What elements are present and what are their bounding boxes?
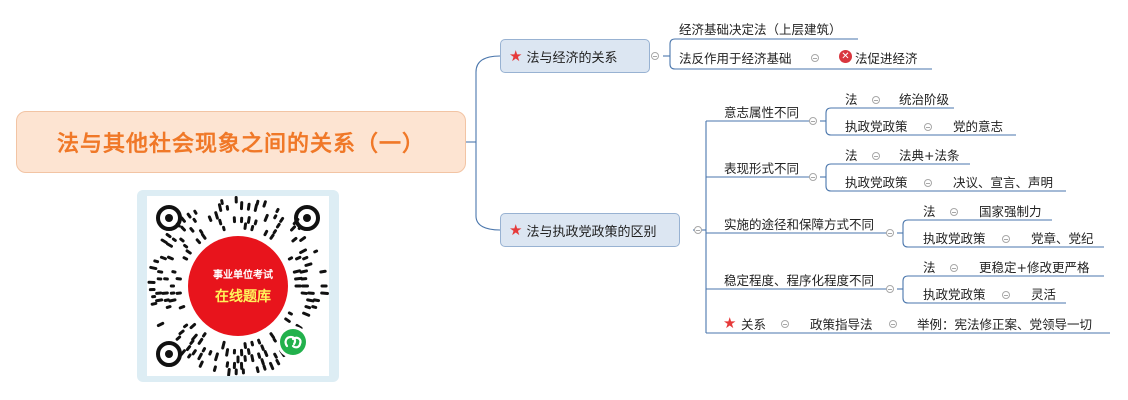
collapse-toggle-icon[interactable] — [950, 208, 958, 216]
node-law[interactable]: 法 — [845, 92, 858, 107]
collapse-toggle-icon[interactable] — [694, 226, 702, 234]
node-policy-guides-law[interactable]: 政策指导法 — [810, 317, 873, 332]
node-party-policy[interactable]: 执政党政策 — [845, 119, 908, 134]
collapse-toggle-icon[interactable] — [809, 173, 817, 181]
node-more-stable[interactable]: 更稳定+修改更严格 — [979, 260, 1090, 275]
branch-label: 法与经济的关系 — [526, 50, 618, 66]
node-ruling-class[interactable]: 统治阶级 — [899, 92, 950, 107]
node-state-coercion[interactable]: 国家强制力 — [979, 204, 1042, 219]
collapse-toggle-icon[interactable] — [1002, 291, 1010, 299]
branch-law-policy[interactable]: ★ 法与执政党政策的区别 — [500, 213, 680, 247]
collapse-toggle-icon[interactable] — [886, 229, 894, 237]
node-example[interactable]: 举例：宪法修正案、党领导一切 — [917, 317, 1093, 332]
node-law[interactable]: 法 — [845, 148, 858, 163]
collapse-toggle-icon[interactable] — [924, 123, 932, 131]
node-law-reacts[interactable]: 法反作用于经济基础 — [679, 51, 792, 66]
collapse-toggle-icon[interactable] — [781, 320, 789, 328]
collapse-toggle-icon[interactable] — [651, 52, 659, 60]
node-implementation-difference[interactable]: 实施的途径和保障方式不同 — [724, 217, 875, 232]
node-party-policy[interactable]: 执政党政策 — [845, 175, 908, 190]
branch-label: 法与执政党政策的区别 — [526, 224, 657, 240]
node-party-policy[interactable]: 执政党政策 — [923, 231, 986, 246]
collapse-toggle-icon[interactable] — [889, 320, 897, 328]
node-will-difference[interactable]: 意志属性不同 — [724, 105, 800, 120]
node-code-articles[interactable]: 法典+法条 — [899, 148, 960, 163]
collapse-toggle-icon[interactable] — [809, 117, 817, 125]
branch-law-economy[interactable]: ★ 法与经济的关系 — [500, 39, 650, 73]
star-icon: ★ — [509, 46, 523, 65]
close-circle-icon: ✕ — [839, 50, 852, 63]
qr-code-card: 事业单位考试 在线题库 — [137, 190, 339, 382]
qr-label-main: 在线题库 — [215, 289, 271, 305]
node-party-discipline[interactable]: 党章、党纪 — [1031, 231, 1094, 246]
node-law[interactable]: 法 — [923, 204, 936, 219]
node-party-will[interactable]: 党的意志 — [953, 119, 1004, 134]
collapse-toggle-icon[interactable] — [811, 54, 819, 62]
qr-label-top: 事业单位考试 — [213, 270, 273, 281]
collapse-toggle-icon[interactable] — [1002, 235, 1010, 243]
node-party-policy[interactable]: 执政党政策 — [923, 287, 986, 302]
collapse-toggle-icon[interactable] — [872, 152, 880, 160]
node-stability-difference[interactable]: 稳定程度、程序化程度不同 — [724, 273, 875, 288]
collapse-toggle-icon[interactable] — [950, 264, 958, 272]
node-form-difference[interactable]: 表现形式不同 — [724, 161, 800, 176]
root-topic[interactable]: 法与其他社会现象之间的关系（一） — [16, 111, 466, 173]
collapse-toggle-icon[interactable] — [886, 285, 894, 293]
node-law[interactable]: 法 — [923, 260, 936, 275]
node-flexible[interactable]: 灵活 — [1031, 287, 1057, 302]
collapse-toggle-icon[interactable] — [924, 179, 932, 187]
star-icon: ★ — [509, 220, 523, 239]
node-relation[interactable]: 关系 — [741, 317, 767, 332]
qr-code-icon — [147, 196, 329, 376]
collapse-toggle-icon[interactable] — [872, 96, 880, 104]
node-resolutions[interactable]: 决议、宣言、声明 — [953, 175, 1054, 190]
node-economic-basis[interactable]: 经济基础决定法（上层建筑） — [679, 22, 842, 37]
star-icon: ★ — [723, 314, 737, 332]
node-law-promotes-economy[interactable]: 法促进经济 — [855, 51, 918, 66]
